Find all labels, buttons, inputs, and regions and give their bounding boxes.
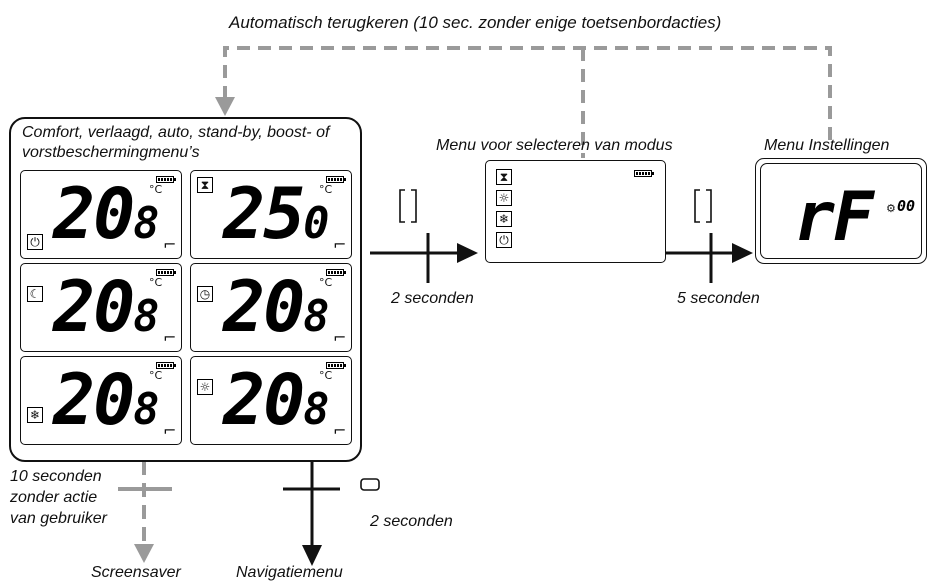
temperature-value: 208 [53, 272, 159, 342]
clock-icon: ◷ [197, 286, 213, 302]
temperature-integer: 25 [223, 173, 305, 255]
unit-label: °C [149, 369, 163, 382]
settings-menu-title: Menu Instellingen [764, 137, 890, 154]
mode-selection-display: ⧗ ☼ ❄ ⏻ [485, 160, 666, 263]
navigation-menu-label: Navigatiemenu [236, 564, 343, 581]
moon-icon: ☾ [27, 286, 43, 302]
temperature-value: 250 [223, 179, 329, 249]
mode-display-power: ⏻ 208 °C ⌐ [20, 170, 182, 259]
auto-return-label: Automatisch terugkeren (10 sec. zonder e… [229, 13, 722, 32]
auto-return-arrowhead [215, 97, 235, 116]
temperature-value: 208 [53, 365, 159, 435]
thermometer-icon: ⌐ [333, 421, 347, 440]
temperature-decimal: 8 [133, 385, 159, 435]
button-oval-icon [360, 478, 380, 491]
temperature-integer: 20 [223, 359, 305, 441]
temperature-integer: 20 [223, 266, 305, 348]
hold-5s-label: 5 seconden [677, 290, 760, 307]
button-bracket-icon-2 [694, 189, 712, 223]
battery-icon [634, 170, 654, 177]
battery-icon [326, 269, 346, 276]
temperature-decimal: 0 [303, 199, 329, 249]
battery-icon [326, 176, 346, 183]
battery-icon [326, 362, 346, 369]
thermometer-icon: ⌐ [163, 421, 177, 440]
settings-code: rF [794, 178, 874, 257]
sun-icon: ☼ [197, 379, 213, 395]
temperature-decimal: 8 [133, 292, 159, 342]
hourglass-icon: ⧗ [496, 169, 512, 185]
settings-display: rF ⚙ 00 [755, 158, 927, 264]
mode-display-moon: ☾ 208 °C ⌐ [20, 263, 182, 352]
temperature-value: 208 [53, 179, 159, 249]
battery-icon [156, 362, 176, 369]
unit-label: °C [319, 369, 333, 382]
hourglass-icon: ⧗ [197, 177, 213, 193]
auto-return-dashed-loop [223, 46, 832, 158]
mode-menu-title: Menu voor selecteren van modus [436, 137, 673, 154]
temperature-value: 208 [223, 365, 329, 435]
gear-icon: ⚙ [886, 203, 896, 215]
snowflake-icon: ❄ [27, 407, 43, 423]
temperature-integer: 20 [53, 359, 135, 441]
temperature-decimal: 8 [303, 385, 329, 435]
settings-subcode: 00 [897, 197, 916, 215]
idle-timeout-label: 10 seconden zonder actie van gebruiker [10, 468, 107, 527]
temperature-decimal: 8 [133, 199, 159, 249]
unit-label: °C [319, 276, 333, 289]
button-bracket-icon [399, 189, 417, 223]
nav-hold-label: 2 seconden [370, 513, 453, 530]
unit-label: °C [149, 276, 163, 289]
temperature-decimal: 8 [303, 292, 329, 342]
snowflake-icon: ❄ [496, 211, 512, 227]
temperature-value: 208 [223, 272, 329, 342]
temperature-integer: 20 [53, 266, 135, 348]
hold-2s-label: 2 seconden [391, 290, 474, 307]
panel-title: Comfort, verlaagd, auto, stand-by, boost… [22, 124, 330, 161]
mode-display-clock: ◷ 208 °C ⌐ [190, 263, 352, 352]
battery-icon [156, 176, 176, 183]
mode-display-snowflake: ❄ 208 °C ⌐ [20, 356, 182, 445]
sun-icon: ☼ [496, 190, 512, 206]
temperature-integer: 20 [53, 173, 135, 255]
screensaver-label: Screensaver [91, 564, 181, 581]
unit-label: °C [149, 183, 163, 196]
mode-display-sun: ☼ 208 °C ⌐ [190, 356, 352, 445]
power-icon: ⏻ [27, 234, 43, 250]
thermometer-icon: ⌐ [333, 235, 347, 254]
thermometer-icon: ⌐ [333, 328, 347, 347]
mode-display-hourglass: ⧗ 250 °C ⌐ [190, 170, 352, 259]
thermometer-icon: ⌐ [163, 328, 177, 347]
power-icon: ⏻ [496, 232, 512, 248]
unit-label: °C [319, 183, 333, 196]
thermometer-icon: ⌐ [163, 235, 177, 254]
battery-icon [156, 269, 176, 276]
